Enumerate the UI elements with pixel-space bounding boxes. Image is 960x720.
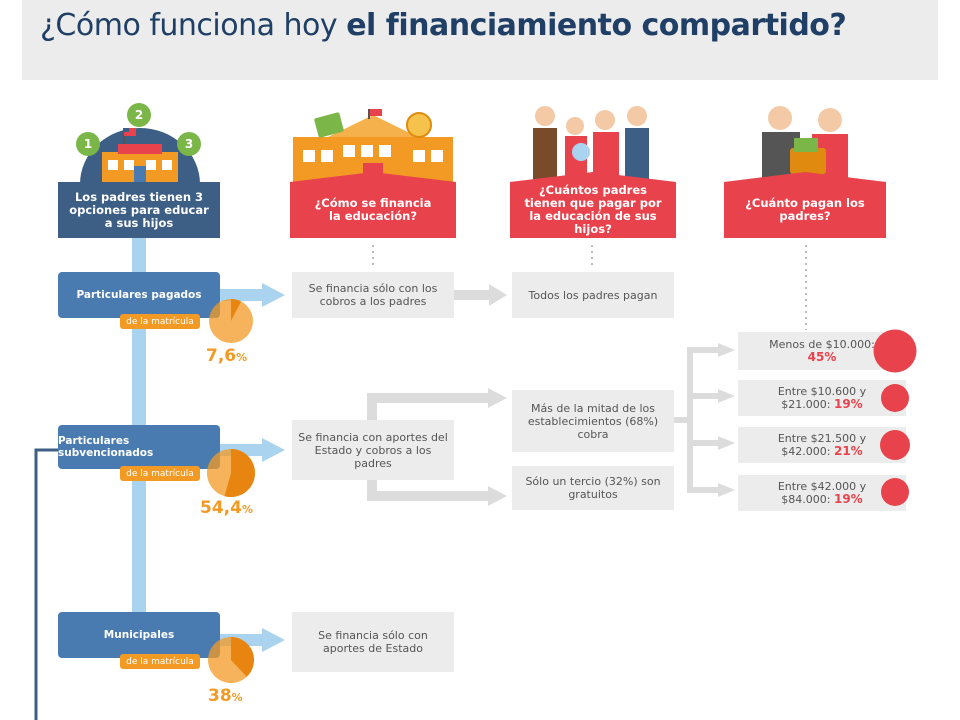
option-number-2: 2 [127, 103, 151, 127]
category-particulares-pagados: Particulares pagados [58, 272, 220, 318]
option-number-3: 3 [177, 132, 201, 156]
couple-wallet-illustration [762, 106, 848, 182]
family-illustration [533, 106, 649, 182]
pie-slice [231, 637, 254, 677]
header-options: Los padres tienen 3 opciones para educar… [58, 182, 220, 238]
payment-percent: 19% [833, 492, 863, 506]
financing-box-2: Se financia con aportes del Estado y cob… [292, 420, 454, 480]
payment-percent: 19% [833, 397, 863, 411]
payment-circle-1 [873, 329, 917, 373]
header-how-much: ¿Cuánto pagan los padres? [745, 196, 865, 223]
category-percent: 7,6% [206, 346, 248, 366]
payment-percent: 45% [807, 350, 837, 364]
page-title: ¿Cómo funciona hoy el financiamiento com… [40, 8, 847, 43]
category-tag: de la matrícula [120, 314, 200, 329]
category-tag: de la matrícula [120, 654, 200, 669]
payment-range: Menos de $10.000: [769, 338, 875, 351]
payment-circle-3 [880, 430, 910, 460]
financing-box-1: Se financia sólo con los cobros a los pa… [292, 272, 454, 318]
who-pays-all: Todos los padres pagan [512, 272, 674, 318]
pie-particulares-subvencionados [207, 449, 255, 497]
category-municipales: Municipales [58, 612, 220, 658]
payment-box-2: Entre $10.600 y $21.000: 19% [738, 380, 906, 416]
header-how-much-shape [724, 172, 886, 238]
payment-box-3: Entre $21.500 y $42.000: 21% [738, 427, 906, 463]
school-options-illustration [80, 128, 200, 184]
header-financing: ¿Cómo se financia la educación? [314, 196, 432, 223]
payment-range: Entre $42.000 y $84.000: [777, 480, 867, 506]
option-number-1: 1 [76, 132, 100, 156]
payment-range: Entre $10.600 y $21.000: [777, 385, 867, 411]
payment-box-4: Entre $42.000 y $84.000: 19% [738, 475, 906, 511]
payment-range: Entre $21.500 y $42.000: [777, 432, 867, 458]
payment-circle-4 [881, 478, 909, 506]
payment-circle-2 [881, 384, 909, 412]
category-percent: 38% [208, 686, 243, 706]
pie-slice [224, 449, 255, 497]
header-financing-shape [290, 172, 456, 238]
category-particulares-subvencionados: Particulares subvencionados [58, 425, 220, 469]
financing-box-3: Se financia sólo con aportes de Estado [292, 612, 454, 672]
category-tag: de la matrícula [120, 466, 200, 481]
category-percent: 54,4% [200, 498, 253, 518]
title-bar [22, 0, 938, 80]
pie-municipales [208, 637, 254, 683]
pie-slice [231, 299, 242, 321]
who-pays-more-half: Más de la mitad de los establecimientos … [512, 390, 674, 452]
pie-particulares-pagados [209, 299, 253, 343]
header-how-many-shape [510, 172, 676, 238]
header-how-many: ¿Cuántos padres tienen que pagar por la … [524, 183, 662, 236]
payment-percent: 21% [833, 444, 863, 458]
who-pays-third: Sólo un tercio (32%) son gratuitos [512, 466, 674, 510]
